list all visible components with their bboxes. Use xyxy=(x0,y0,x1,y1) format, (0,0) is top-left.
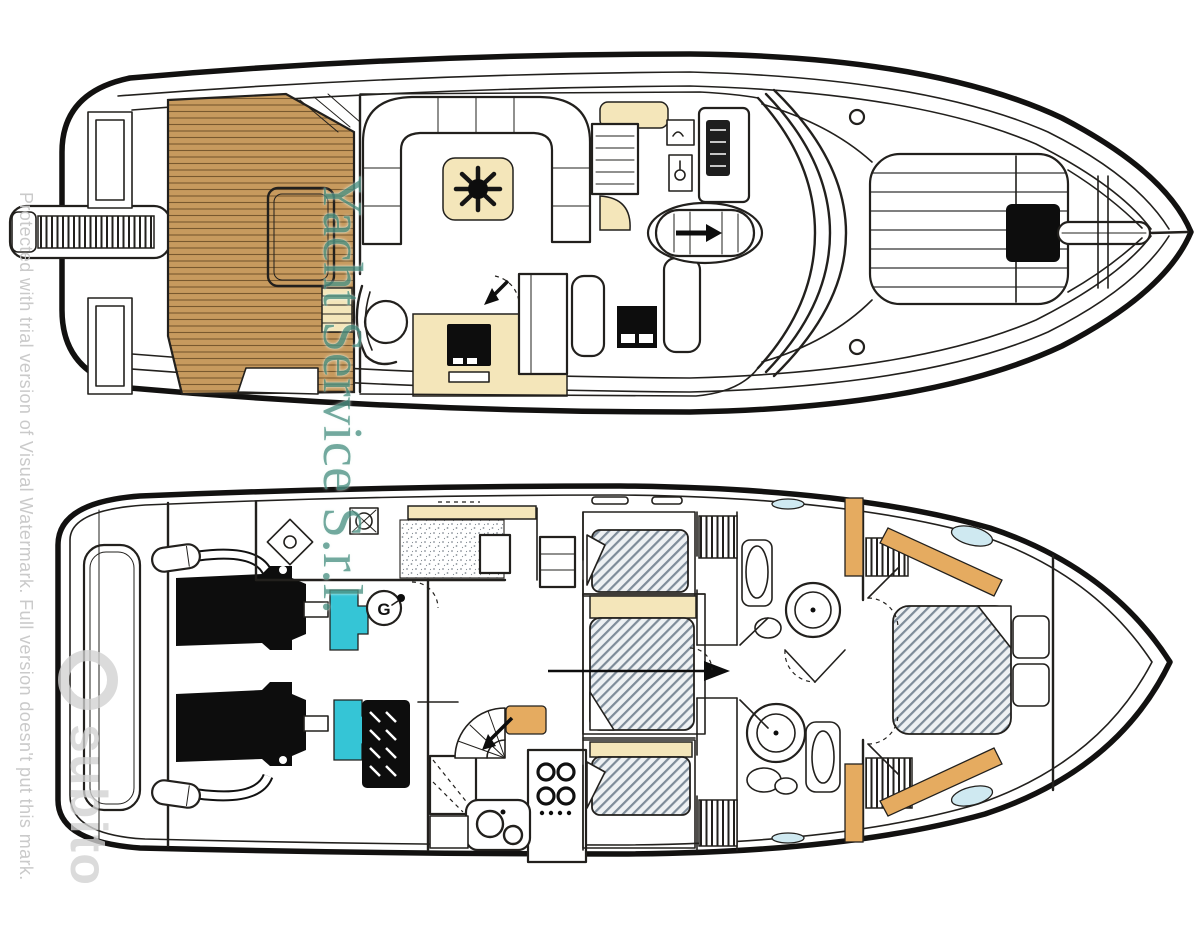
down-arrow-icon xyxy=(706,224,722,242)
port-engine xyxy=(151,543,369,651)
guest-cabin-fwd xyxy=(582,496,738,597)
island-double-berth xyxy=(892,605,1012,735)
stanchion xyxy=(848,108,866,126)
corridor-arrow xyxy=(548,647,730,681)
pillow xyxy=(586,761,606,809)
hanging-locker xyxy=(698,515,738,559)
toilet xyxy=(754,617,782,639)
tall-cabinet xyxy=(517,272,569,376)
guest-cabin-aft xyxy=(582,739,738,849)
burners xyxy=(536,762,576,806)
utility-door xyxy=(478,533,512,575)
double-berth xyxy=(589,617,695,731)
porthole xyxy=(950,785,994,807)
porthole xyxy=(950,525,994,547)
salon-armchair xyxy=(355,284,409,366)
foredeck xyxy=(761,103,1190,363)
nightstand xyxy=(1012,615,1050,659)
direction-arrow-icon xyxy=(704,661,730,681)
stairs-arrow-icon xyxy=(482,734,496,750)
port-muffler xyxy=(151,543,201,573)
instrument-panel xyxy=(706,120,730,176)
sheet-fold xyxy=(589,691,615,731)
wetbar-sink xyxy=(666,119,695,146)
bathroom-fwd xyxy=(739,498,842,646)
windlass xyxy=(1006,204,1060,262)
stbd-engine xyxy=(151,682,373,809)
galley-sink xyxy=(464,798,532,852)
vip-cabin xyxy=(844,497,1055,843)
tv-cabinet xyxy=(447,324,491,366)
stanchion xyxy=(848,338,866,356)
cockpit-teak-deck xyxy=(166,92,361,396)
salon-coffee-table xyxy=(442,157,514,221)
wetbar-cabinet xyxy=(668,154,693,192)
battery-box xyxy=(362,700,410,788)
helm-area xyxy=(590,101,751,231)
pillow xyxy=(586,534,606,586)
passerelle-ladder xyxy=(37,215,155,249)
companionway xyxy=(646,201,764,265)
hull-shelf xyxy=(879,527,1003,597)
salon-stbd-furniture xyxy=(570,256,702,358)
flybridge-ladder xyxy=(321,287,353,333)
guest-cabin-mid xyxy=(582,593,706,735)
transom-garage xyxy=(82,543,142,812)
helm-seat xyxy=(599,195,631,231)
door-arrow-icon xyxy=(484,288,499,305)
windshield xyxy=(359,88,848,397)
single-berth xyxy=(591,756,691,816)
stern-passerelle xyxy=(8,204,172,260)
vestibule-doors xyxy=(784,649,846,683)
upper-deck-plan xyxy=(8,51,1194,415)
hull-shelf xyxy=(879,747,1003,817)
swim-platform-lockers xyxy=(87,111,133,395)
stbd-muffler xyxy=(151,779,201,809)
lower-galley xyxy=(417,701,588,864)
port-gearbox xyxy=(329,589,369,651)
dresser xyxy=(538,535,577,589)
generator-label: G xyxy=(377,600,390,619)
stairs-down xyxy=(454,705,547,759)
stove-counter xyxy=(526,748,588,864)
sheet-fold xyxy=(977,605,1012,649)
hanging-locker xyxy=(698,799,738,847)
lower-deck-plan: G xyxy=(55,483,1173,864)
generator: G xyxy=(365,589,405,627)
engine-room: G xyxy=(151,501,430,852)
galley-cabinet xyxy=(429,815,469,849)
utility-sink xyxy=(266,518,314,566)
washer xyxy=(349,507,379,535)
bathroom-aft xyxy=(739,699,841,844)
salon-galley-unit xyxy=(412,272,569,397)
utility-room xyxy=(254,500,577,609)
engine-hatch xyxy=(266,186,336,288)
cockpit-step xyxy=(237,367,319,395)
nightstand xyxy=(1012,663,1050,707)
salon-u-sofa xyxy=(361,95,592,246)
lower-sheer-line xyxy=(69,494,1153,846)
single-berth xyxy=(591,529,689,593)
